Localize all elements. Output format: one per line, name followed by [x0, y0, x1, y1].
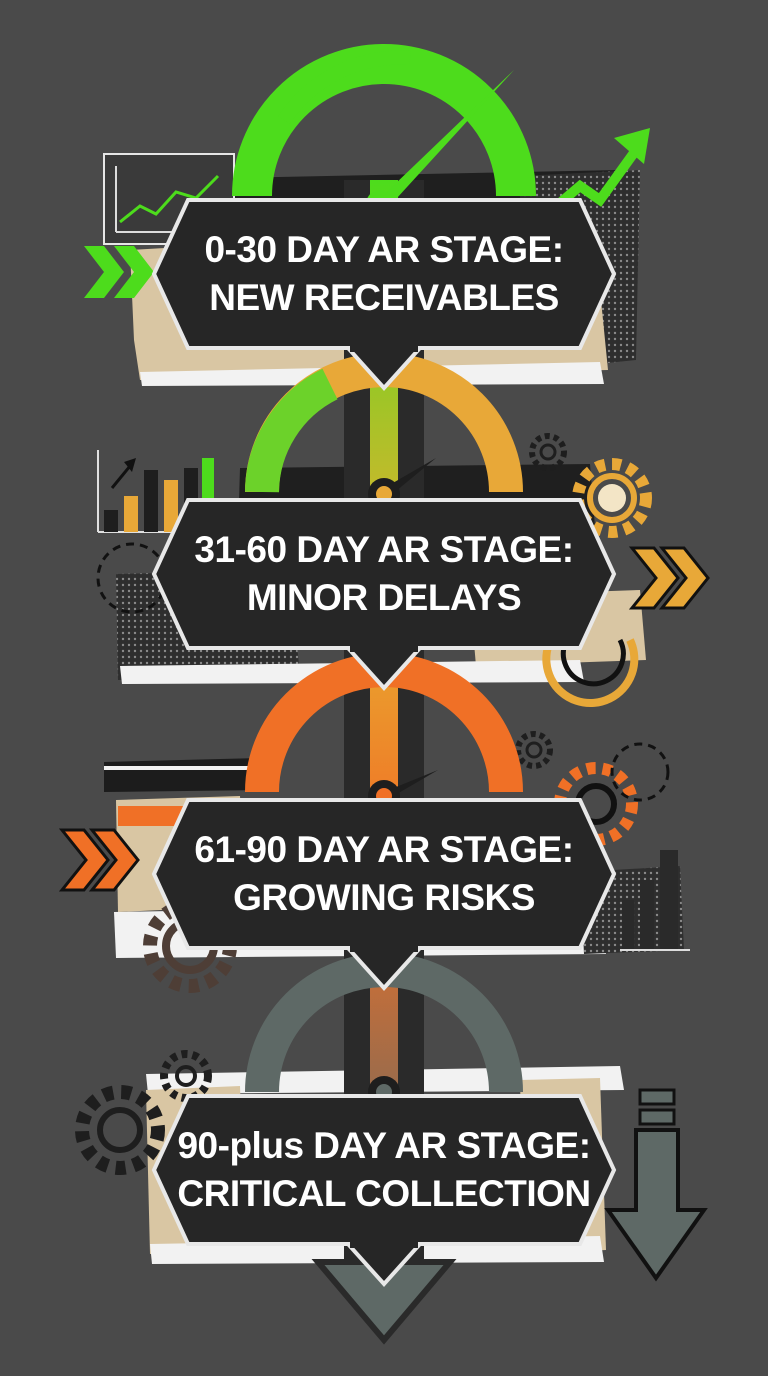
stage-4-panel	[151, 1094, 617, 1287]
small-gear-icon	[515, 731, 553, 769]
stage-2-panel	[151, 498, 617, 691]
stage-3-panel	[151, 798, 617, 991]
small-gear-icon	[529, 433, 567, 471]
stage-1-gauge	[232, 44, 536, 218]
bar-chart-silhouette	[620, 850, 690, 951]
chevron-right-icon	[84, 246, 154, 298]
gear-icon	[572, 458, 652, 538]
chevron-right-icon	[628, 546, 710, 610]
stage-1-panel	[151, 198, 617, 391]
chevron-right-icon	[58, 828, 140, 892]
gear-icon	[75, 1085, 165, 1175]
arrow-down-icon	[604, 1088, 708, 1282]
